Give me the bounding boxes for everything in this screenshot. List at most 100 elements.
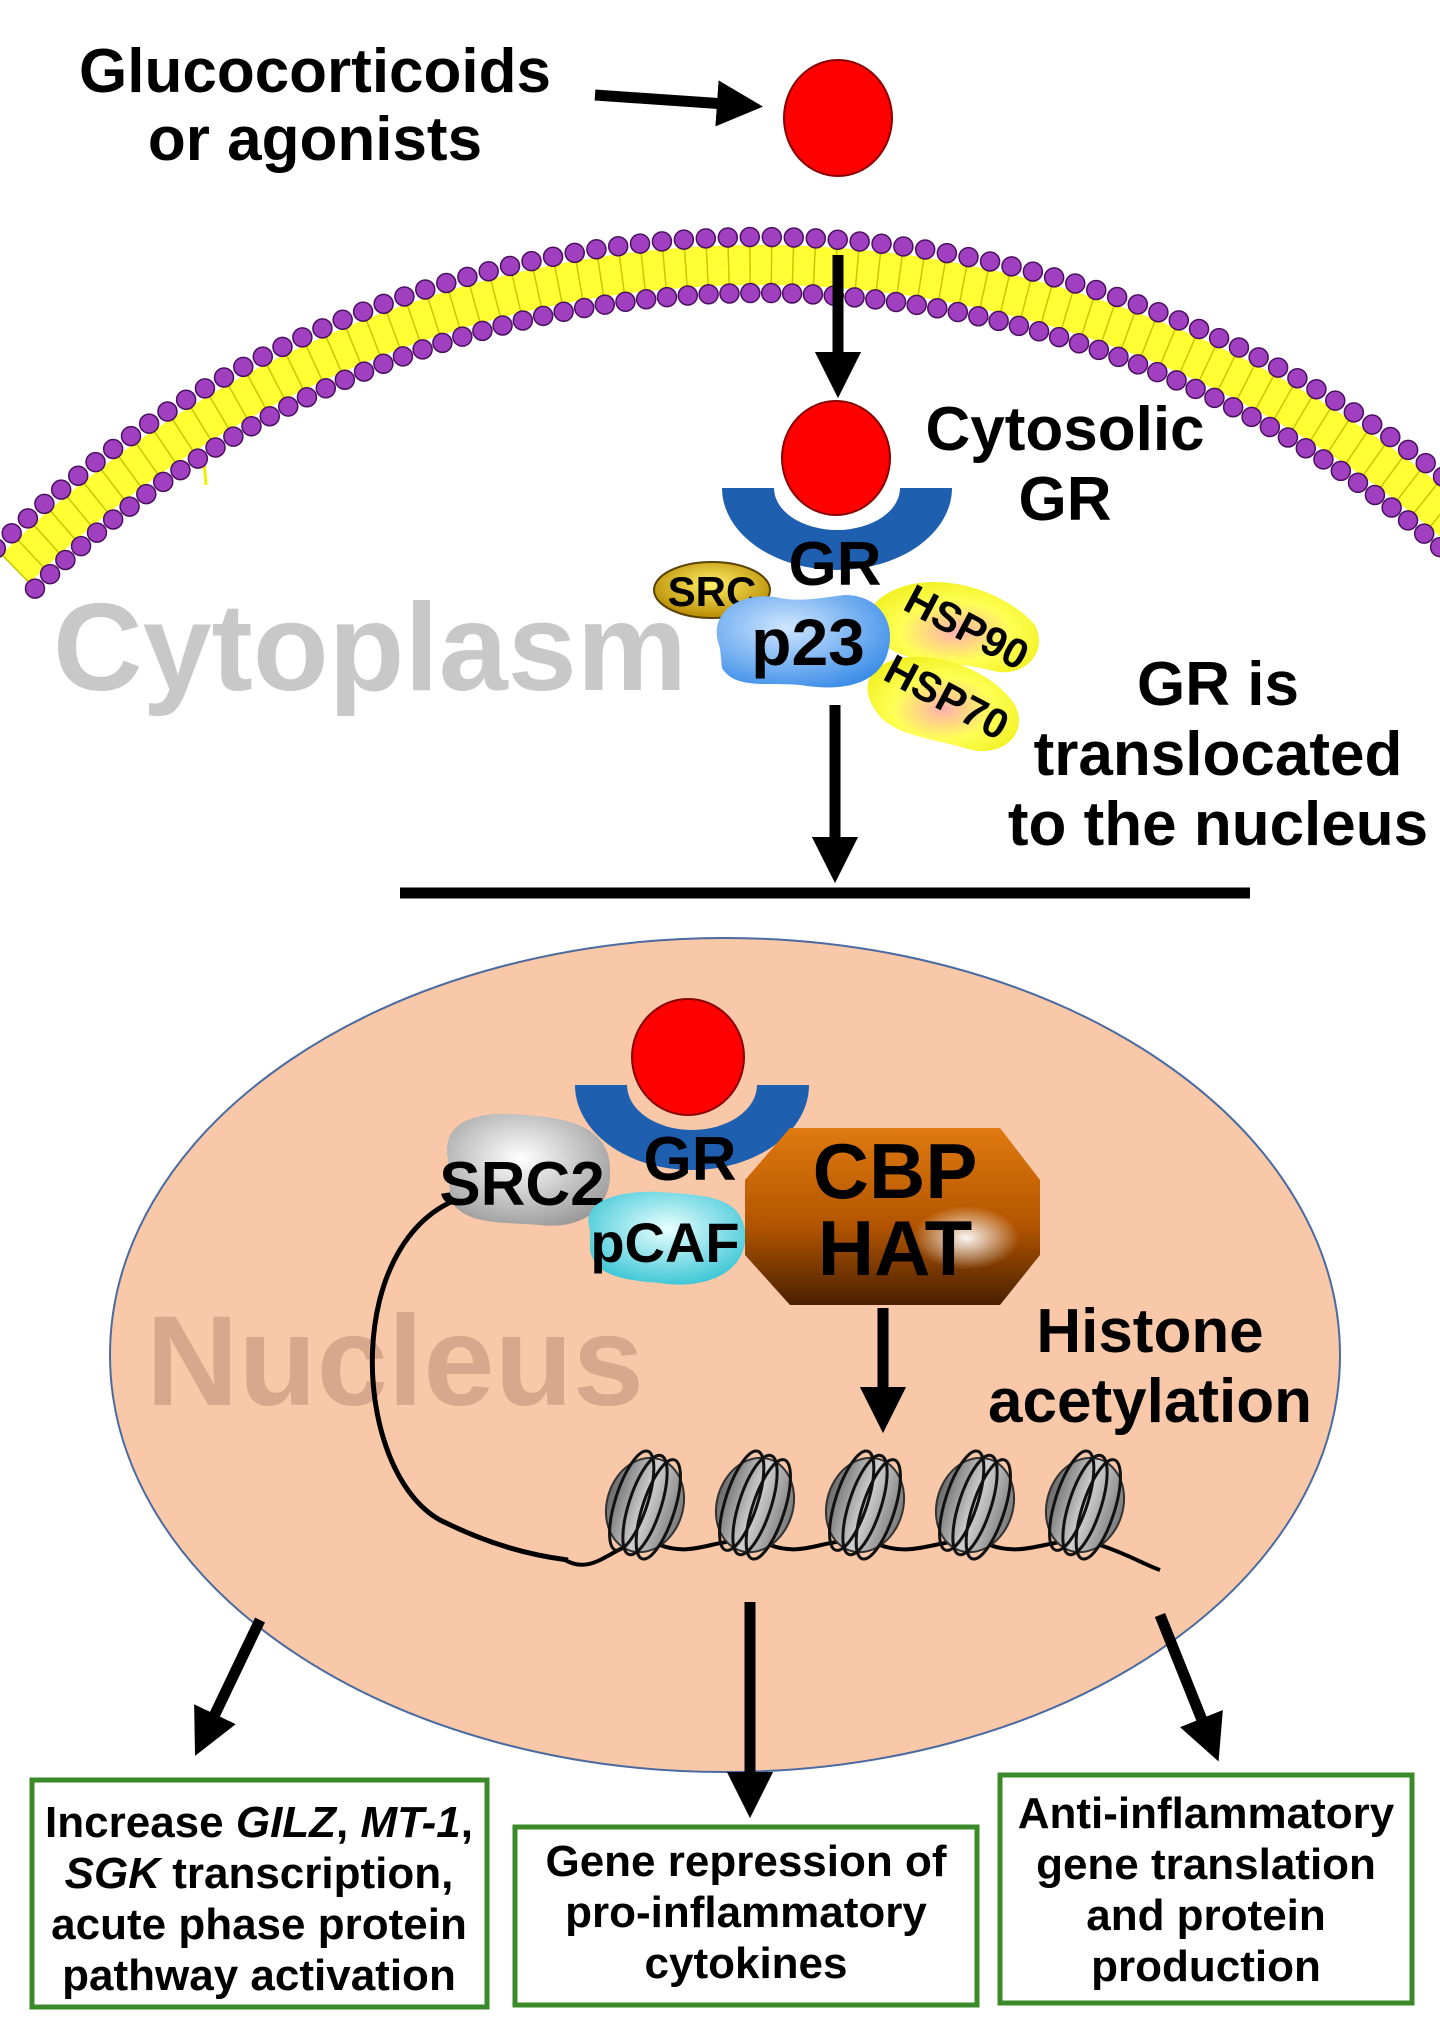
cytosolic-gr-title-line2: GR (1019, 465, 1112, 534)
lipid-head-inner (1365, 485, 1384, 504)
lipid-tail (728, 247, 729, 283)
lipid-head-outer (1288, 369, 1307, 388)
lipid-head-inner (413, 340, 432, 359)
nucleus-label: Nucleus (146, 1290, 644, 1433)
lipid-head-inner (907, 295, 926, 314)
lipid-head-inner (866, 290, 885, 309)
lipid-head-outer (718, 228, 737, 247)
lipid-head-outer (1381, 428, 1400, 447)
lipid-head-inner (473, 321, 492, 340)
lipid-head-inner (699, 285, 718, 304)
lipid-head-outer (565, 243, 584, 262)
lipid-head-inner (1431, 538, 1440, 557)
lipid-head-inner (453, 327, 472, 346)
lipid-head-inner (678, 286, 697, 305)
lipid-head-outer (313, 319, 332, 338)
outcome-left-line2: SGK transcription, (65, 1849, 454, 1898)
lipid-head-inner (783, 284, 802, 303)
outcome-arrow-left (205, 1620, 260, 1735)
translocation-line3: to the nucleus (1008, 790, 1428, 859)
lipid-head-outer (293, 328, 312, 347)
lipid-head-outer (458, 267, 477, 286)
lipid-head-inner (1242, 407, 1261, 426)
lipid-head-outer (215, 368, 234, 387)
translocation-line2: translocated (1034, 720, 1403, 789)
lipid-head-outer (1128, 295, 1147, 314)
lipid-head-inner (513, 311, 532, 330)
lipid-head-outer (631, 234, 650, 253)
lipid-head-inner (493, 316, 512, 335)
lipid-head-inner (595, 295, 614, 314)
lipid-head-inner (762, 284, 781, 303)
lipid-head-outer (234, 357, 253, 376)
lipid-head-outer (1344, 403, 1363, 422)
lipid-head-inner (224, 427, 243, 446)
lipid-head-outer (86, 453, 105, 472)
lipid-head-outer (1087, 281, 1106, 300)
lipid-head-outer (762, 228, 781, 247)
hat-label: HAT (818, 1204, 973, 1292)
ligand-bound-cytosolic (782, 401, 890, 515)
outcome-middle-line2: pro-inflammatory (565, 1888, 927, 1937)
lipid-head-inner (171, 461, 190, 480)
lipid-head-inner (657, 288, 676, 307)
lipid-head-inner (1349, 473, 1368, 492)
ligand-title-line2: or agonists (148, 105, 482, 174)
lipid-head-outer (609, 237, 628, 256)
lipid-head-inner (25, 579, 44, 598)
lipid-head-inner (120, 497, 139, 516)
lipid-head-outer (696, 229, 715, 248)
lipid-head-outer (1326, 391, 1345, 410)
lipid-head-inner (969, 307, 988, 326)
lipid-head-inner (1314, 450, 1333, 469)
lipid-head-outer (850, 232, 869, 251)
lipid-head-outer (544, 247, 563, 266)
lipid-head-inner (1089, 340, 1108, 359)
lipid-head-inner (242, 417, 261, 436)
outcome-box-right: Anti-inflammatory gene translation and p… (1000, 1775, 1412, 2003)
cytosolic-gr-label: GR (789, 530, 882, 599)
lipid-head-outer (674, 230, 693, 249)
outcome-left-line3: acute phase protein (51, 1900, 467, 1949)
lipid-head-outer (158, 402, 177, 421)
lipid-head-outer (416, 280, 435, 299)
translocation-line1: GR is (1137, 650, 1299, 719)
lipid-head-inner (928, 299, 947, 318)
cell-membrane (0, 228, 1440, 614)
lipid-head-outer (894, 237, 913, 256)
lipid-head-inner (845, 288, 864, 307)
lipid-head-inner (1167, 371, 1186, 390)
lipid-head-inner (1128, 355, 1147, 374)
lipid-head-inner (1205, 388, 1224, 407)
histone-line1: Histone (1036, 1297, 1263, 1366)
lipid-head-inner (1030, 322, 1049, 341)
lipid-head-inner (1382, 498, 1401, 517)
lipid-head-outer (740, 228, 759, 247)
lipid-head-outer (937, 244, 956, 263)
lipid-head-inner (393, 347, 412, 366)
lipid-head-outer (1108, 287, 1127, 306)
lipid-head-outer (652, 232, 671, 251)
lipid-head-outer (333, 310, 352, 329)
lipid-head-outer (1190, 320, 1209, 339)
lipid-head-outer (273, 337, 292, 356)
pcaf-label: pCAF (590, 1211, 739, 1274)
lipid-head-inner (72, 537, 91, 556)
lipid-head-inner (316, 379, 335, 398)
lipid-head-outer (195, 379, 214, 398)
lipid-head-outer (437, 273, 456, 292)
lipid-head-inner (279, 397, 298, 416)
lipid-head-outer (104, 439, 123, 458)
lipid-head-outer (1002, 257, 1021, 276)
lipid-head-inner (188, 449, 207, 468)
lipid-head-outer (395, 287, 414, 306)
lipid-head-inner (1009, 316, 1028, 335)
lipid-head-inner (575, 299, 594, 318)
lipid-head-outer (784, 228, 803, 247)
lipid-head-inner (1296, 439, 1315, 458)
lipid-head-inner (154, 472, 173, 491)
outcome-arrow-right (1160, 1615, 1210, 1740)
lipid-head-outer (479, 262, 498, 281)
lipid-head-inner (87, 523, 106, 542)
